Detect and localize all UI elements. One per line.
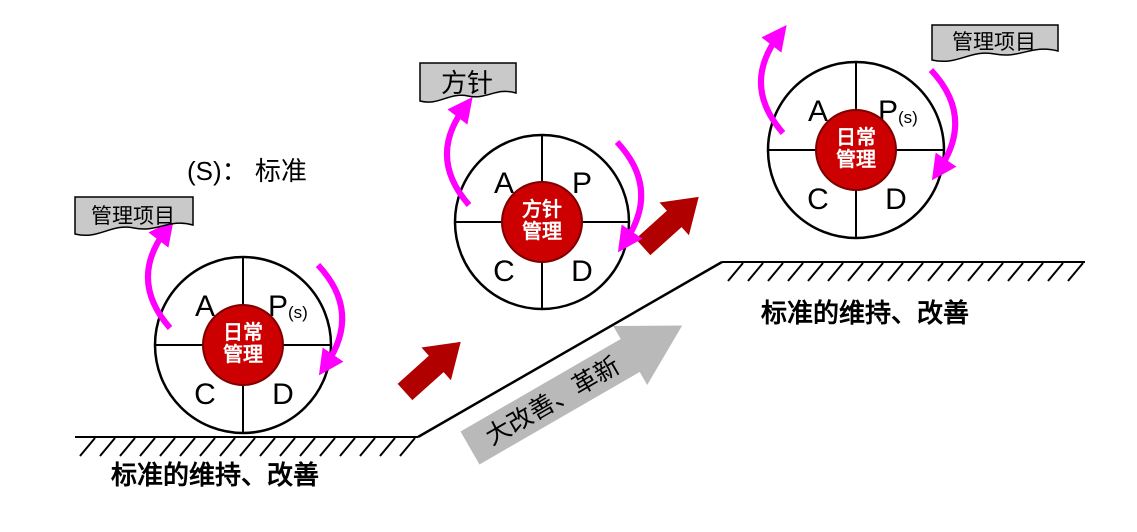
wheel-left-quadrant-a: A xyxy=(195,290,215,323)
wheel-right-p-sub: (s) xyxy=(898,108,918,127)
wheel-middle-quadrant-d: D xyxy=(571,255,593,288)
big-improvement-arrow-shape xyxy=(460,325,683,465)
ground-left xyxy=(75,436,418,457)
wheel-middle-hub-label-top: 方针 xyxy=(522,197,562,221)
step-arrow-2-shape xyxy=(635,196,699,256)
note-left-shape xyxy=(74,196,194,236)
wheel-right-hub-label-bottom: 管理 xyxy=(836,147,876,171)
note-right-shape xyxy=(931,24,1059,62)
ground-left-hatching xyxy=(79,437,416,457)
note-middle-label: 方针 xyxy=(441,68,493,98)
wheel-middle-rotation-arrow-up xyxy=(443,96,473,207)
step-arrow-2 xyxy=(635,196,699,256)
note-left: 管理项目 xyxy=(74,196,194,236)
wheel-right-quadrant-c: C xyxy=(807,183,829,216)
wheel-left: A P(s) C D 日常 管理 xyxy=(144,219,346,435)
wheel-left-hub-label-top: 日常 xyxy=(223,321,263,344)
wheel-right-quadrant-a: A xyxy=(808,95,828,128)
note-right-label: 管理项目 xyxy=(952,31,1036,54)
big-improvement-arrow-label: 大改善、革新 xyxy=(481,352,625,451)
wheel-left-hub-label-bottom: 管理 xyxy=(223,342,263,366)
ground-right xyxy=(722,261,1085,282)
wheel-left-quadrant-d: D xyxy=(272,378,294,411)
standard-annotation: (S)： 标准 xyxy=(187,156,307,186)
wheel-right-hub xyxy=(815,109,897,191)
wheel-middle-quadrant-p: P xyxy=(572,167,592,200)
step-arrow-1-shape xyxy=(397,341,461,401)
wheel-middle: A P C D 方针 管理 xyxy=(443,96,645,311)
note-middle-shape xyxy=(419,62,517,103)
wheel-left-quadrant-c: C xyxy=(194,378,216,411)
ground-label-left: 标准的维持、改善 xyxy=(111,460,319,490)
wheel-middle-quadrant-a: A xyxy=(494,167,514,200)
wheel-left-hub xyxy=(202,304,284,386)
wheel-right: A P(s) C D 日常 管理 xyxy=(757,24,959,240)
wheel-left-rotation-arrow-up xyxy=(144,219,174,330)
wheel-middle-p-letter: P xyxy=(572,167,592,200)
ground-label-right: 标准的维持、改善 xyxy=(761,298,969,328)
note-left-label: 管理项目 xyxy=(91,205,175,228)
wheel-left-rotation-arrow-down xyxy=(315,262,346,376)
wheel-left-quadrant-p: P(s) xyxy=(268,290,308,323)
wheel-left-p-sub: (s) xyxy=(288,303,308,322)
ground-right-hatching xyxy=(727,262,1084,282)
wheel-middle-hub-label-bottom: 管理 xyxy=(522,219,562,243)
wheel-right-quadrant-d: D xyxy=(885,183,907,216)
wheel-right-rotation-arrow-down xyxy=(928,67,959,181)
wheel-middle-hub xyxy=(501,181,583,263)
slope-line xyxy=(417,260,723,439)
wheel-left-p-letter: P xyxy=(268,290,288,323)
wheel-right-rotation-arrow-up xyxy=(757,24,787,135)
wheel-middle-rotation-arrow-down xyxy=(614,139,645,253)
wheel-middle-quadrant-c: C xyxy=(493,255,515,288)
big-improvement-arrow: 大改善、革新 xyxy=(460,325,683,465)
wheel-right-hub-label-top: 日常 xyxy=(836,126,876,149)
step-arrow-1 xyxy=(397,341,461,401)
note-right: 管理项目 xyxy=(931,24,1059,62)
note-middle: 方针 xyxy=(419,62,517,103)
